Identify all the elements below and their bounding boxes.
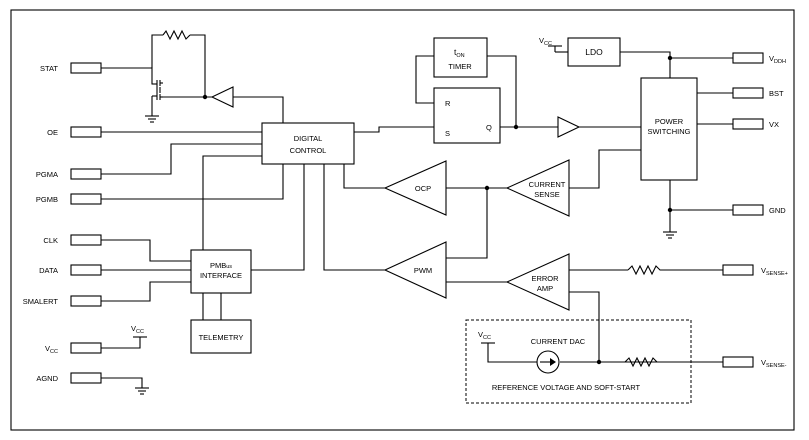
pin-label-vsense-pos: VSENSE+ [761, 266, 788, 277]
vcc-label-dac: VCC [478, 330, 491, 341]
pin-label-vsense-neg: VSENSE- [761, 358, 787, 369]
pin-label-clk: CLK [43, 236, 58, 245]
telemetry-block [190, 319, 252, 354]
power-switching-label-1: POWER [655, 117, 684, 126]
pin-label-stat: STAT [40, 64, 58, 73]
pwm-comparator [383, 241, 447, 299]
flipflop-s-label: S [445, 129, 450, 138]
timer-label: TIMER [448, 62, 472, 71]
ldo-block [567, 37, 621, 67]
pin-label-data: DATA [39, 266, 58, 275]
right-pins [722, 52, 764, 368]
resistors [162, 29, 662, 368]
ton-timer-block [433, 37, 488, 78]
ton-label: tON [454, 47, 465, 59]
mosfet-symbol [152, 80, 163, 100]
pin-label-pgma: PGMA [36, 170, 58, 179]
supply-icon [133, 45, 562, 344]
outer-border [10, 9, 795, 431]
reference-dashed-box [465, 319, 692, 404]
error-amp-label-1: ERROR [531, 274, 559, 283]
current-sense-label-2: SENSE [534, 190, 559, 199]
digital-control-label-1: DIGITAL [294, 134, 323, 143]
ldo-label: LDO [585, 47, 603, 57]
interface-label: INTERFACE [200, 271, 242, 280]
pmbus-interface-block [190, 249, 252, 294]
pin-label-bst: BST [769, 89, 784, 98]
pmbus-label: PMBus [210, 261, 232, 270]
flipflop-q-label: Q [486, 123, 492, 132]
ground-icon [135, 115, 677, 395]
error-amp [505, 253, 570, 311]
pwm-label: PWM [414, 266, 432, 275]
power-switching-block [640, 77, 698, 181]
pin-label-pgmb: PGMB [36, 195, 58, 204]
left-pins [70, 62, 102, 384]
pin-label-smalert: SMALERT [23, 297, 59, 306]
reference-label: REFERENCE VOLTAGE AND SOFT-START [492, 383, 641, 392]
flipflop-block [433, 87, 501, 144]
gate-buffer-triangle [557, 116, 581, 138]
wires [101, 34, 733, 388]
junctions [202, 55, 673, 365]
current-dac-label: CURRENT DAC [531, 337, 586, 346]
current-sense-amp [505, 159, 570, 217]
telemetry-label: TELEMETRY [199, 333, 244, 342]
current-source-icon [536, 350, 560, 374]
ocp-label: OCP [415, 184, 431, 193]
vcc-label-ldo: VCC [539, 36, 552, 47]
pin-label-agnd: AGND [36, 374, 58, 383]
pin-label-gnd: GND [769, 206, 786, 215]
pin-label-vddh: VDDH [769, 54, 786, 65]
digital-control-label-2: CONTROL [290, 146, 327, 155]
pin-label-vcc: VCC [45, 344, 58, 355]
digital-control-block [261, 122, 355, 165]
ocp-comparator [383, 160, 447, 216]
flipflop-r-label: R [445, 99, 451, 108]
stat-buffer-triangle [210, 86, 234, 108]
pin-label-oe: OE [47, 128, 58, 137]
vcc-label-left: VCC [131, 324, 144, 335]
current-sense-label-1: CURRENT [529, 180, 566, 189]
pin-label-vx: VX [769, 120, 779, 129]
power-switching-label-2: SWITCHING [648, 127, 691, 136]
error-amp-label-2: AMP [537, 284, 553, 293]
